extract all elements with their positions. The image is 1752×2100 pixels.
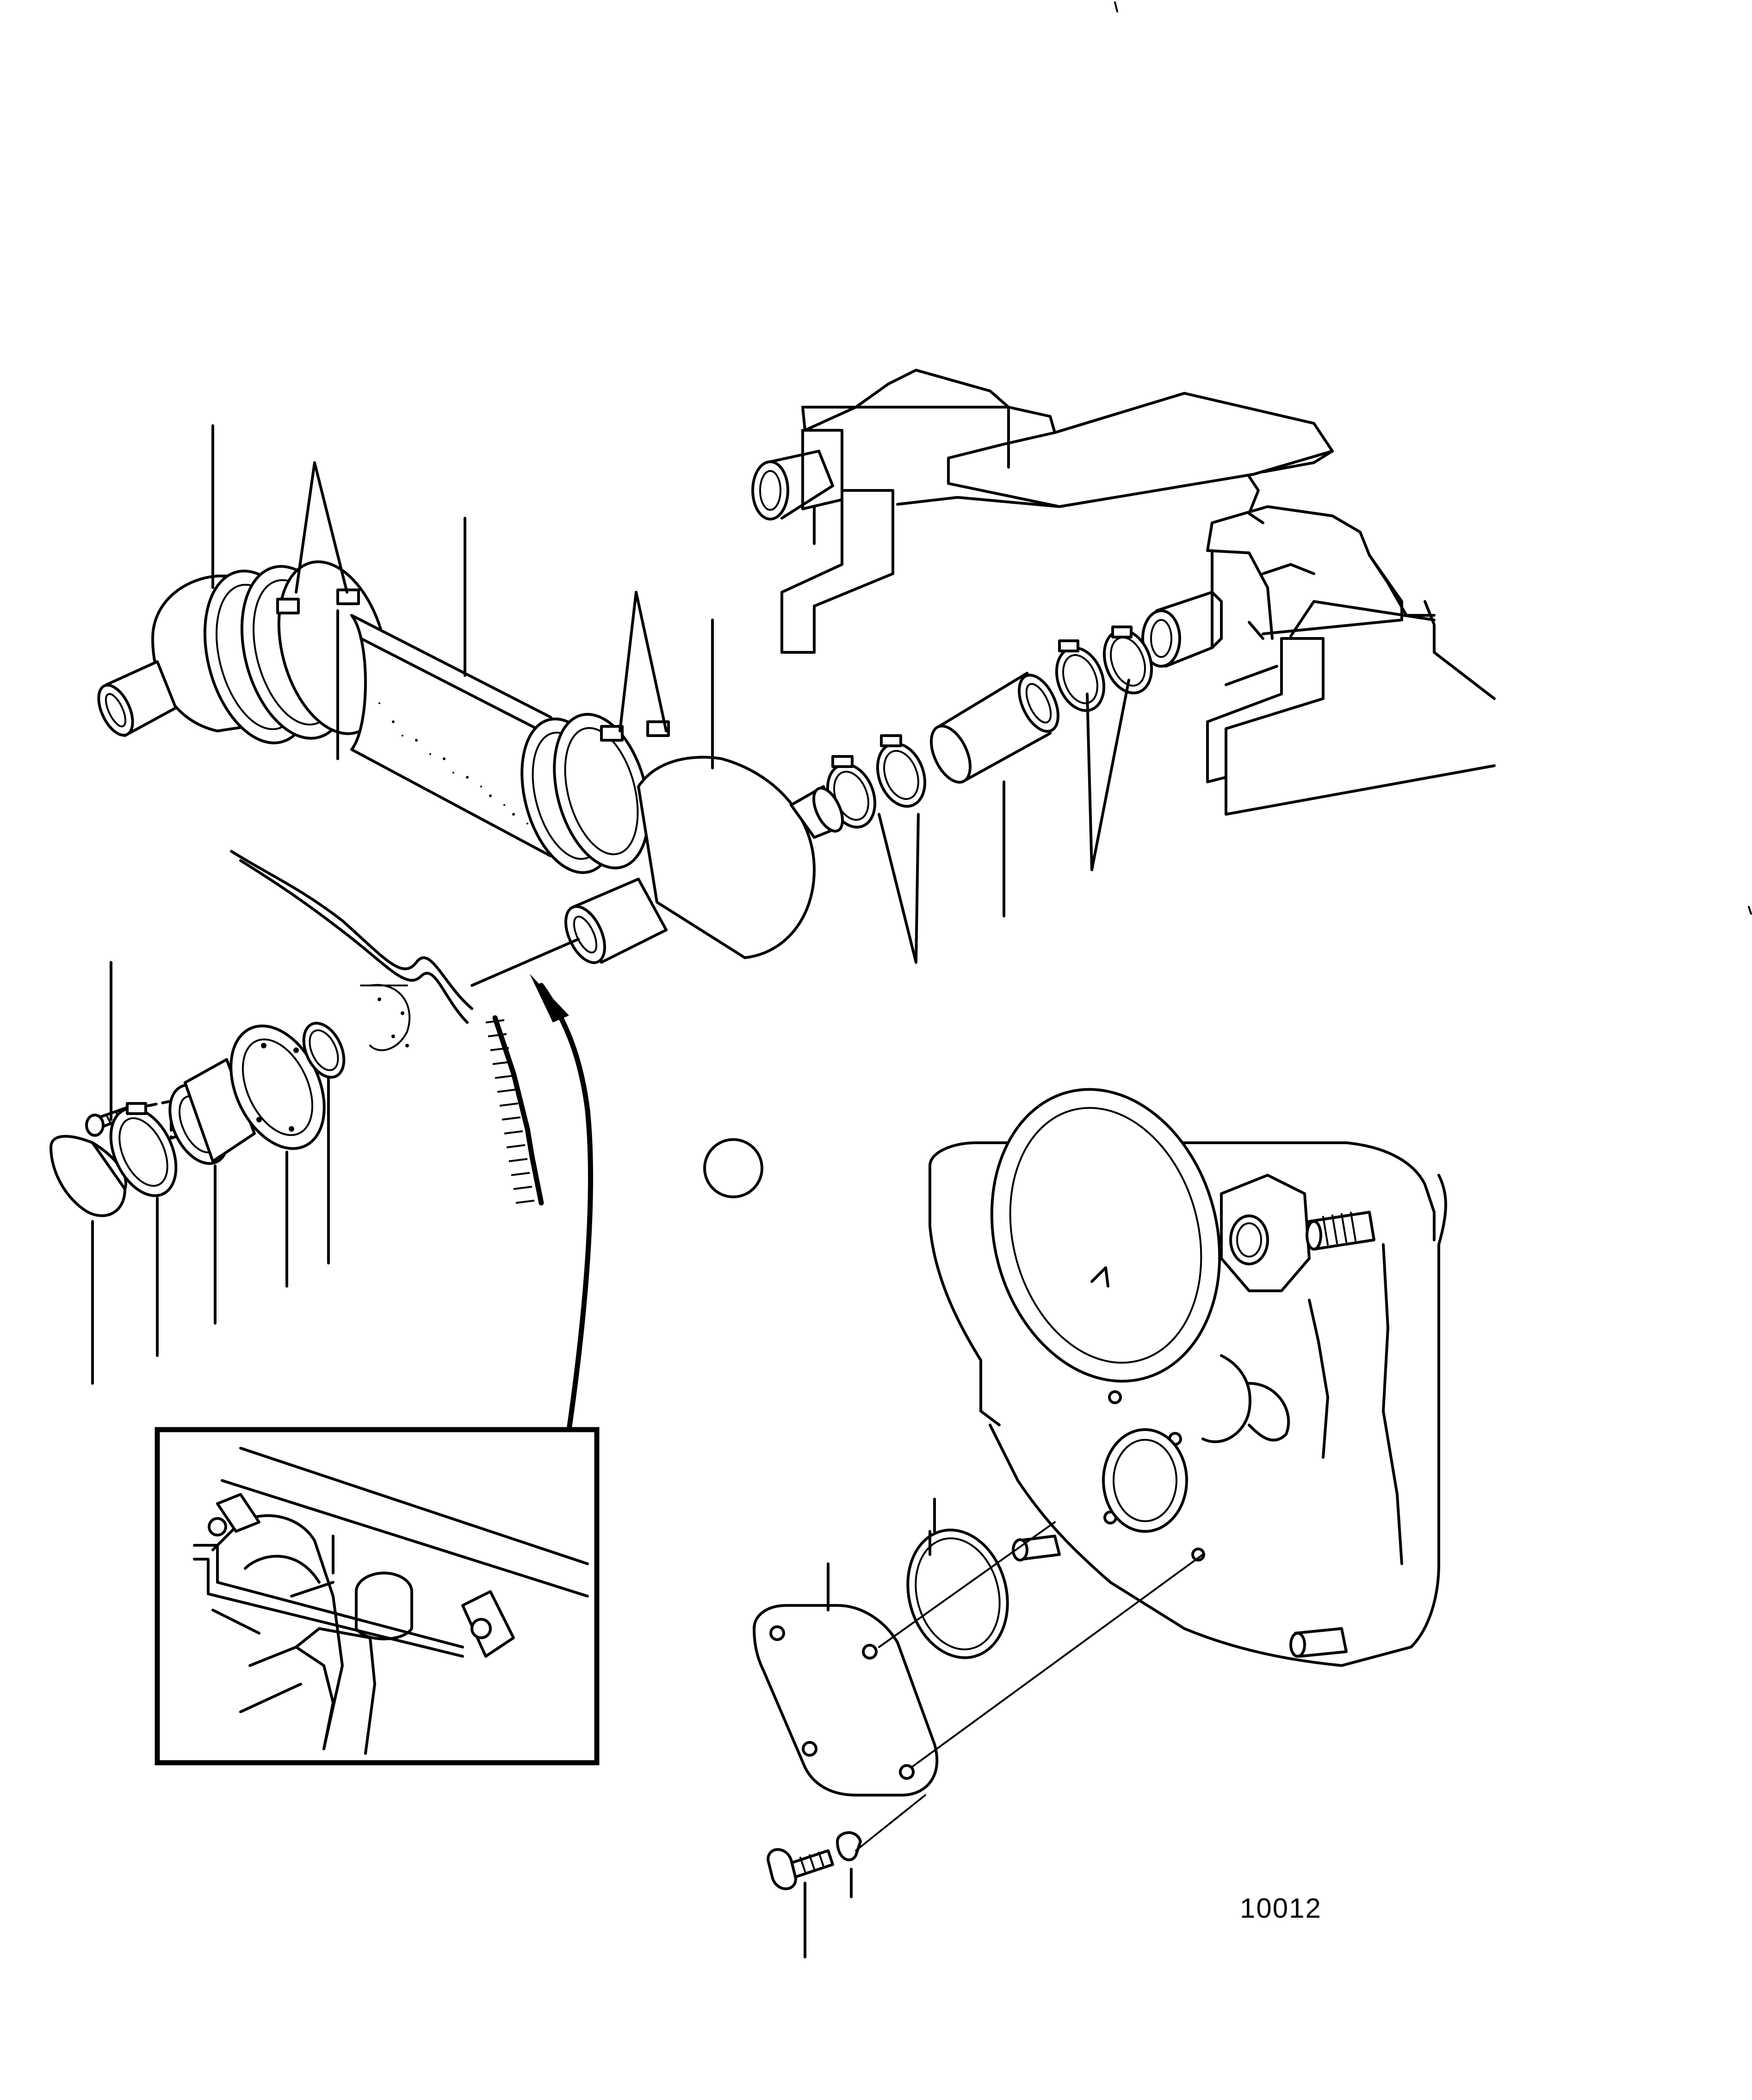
mounting-flange-outline — [369, 984, 411, 1051]
stray-marks — [1114, 1, 1752, 915]
reference-circle — [703, 1138, 763, 1198]
clamp-ring-left — [109, 1102, 178, 1197]
filter-housing-left-collar — [203, 560, 389, 744]
exhaust-outlet-pipe — [1141, 591, 1223, 668]
filter-housing-right-collar — [520, 712, 670, 874]
flywheel-housing — [929, 1088, 1447, 1667]
detail-inset — [155, 1427, 600, 1765]
routing-arrow — [530, 974, 593, 1432]
hose-clamp-right-a — [1102, 626, 1153, 694]
leader-lines — [91, 424, 1130, 1385]
cover-plate — [753, 1604, 939, 1796]
sleeve-left — [168, 1058, 256, 1165]
exhaust-elbow-upper — [751, 429, 843, 520]
cover-leader-lines — [804, 1498, 1204, 1958]
figure-number: 10012 — [1240, 1893, 1322, 1924]
filter-end-cap-right — [564, 756, 844, 964]
cover-washer — [836, 1831, 862, 1861]
wire-harness — [230, 850, 544, 1206]
cover-screw — [767, 1848, 834, 1890]
hose-clamp-right-b — [1055, 639, 1106, 712]
hose-clamp-left-a — [876, 734, 927, 808]
connecting-hose — [930, 672, 1059, 784]
exhaust-elbow-lower — [1206, 505, 1496, 816]
end-cover-left — [50, 1135, 127, 1217]
assembly-guide-lines — [360, 938, 580, 987]
cover-o-ring — [906, 1529, 1009, 1659]
o-ring-small — [302, 1022, 346, 1079]
